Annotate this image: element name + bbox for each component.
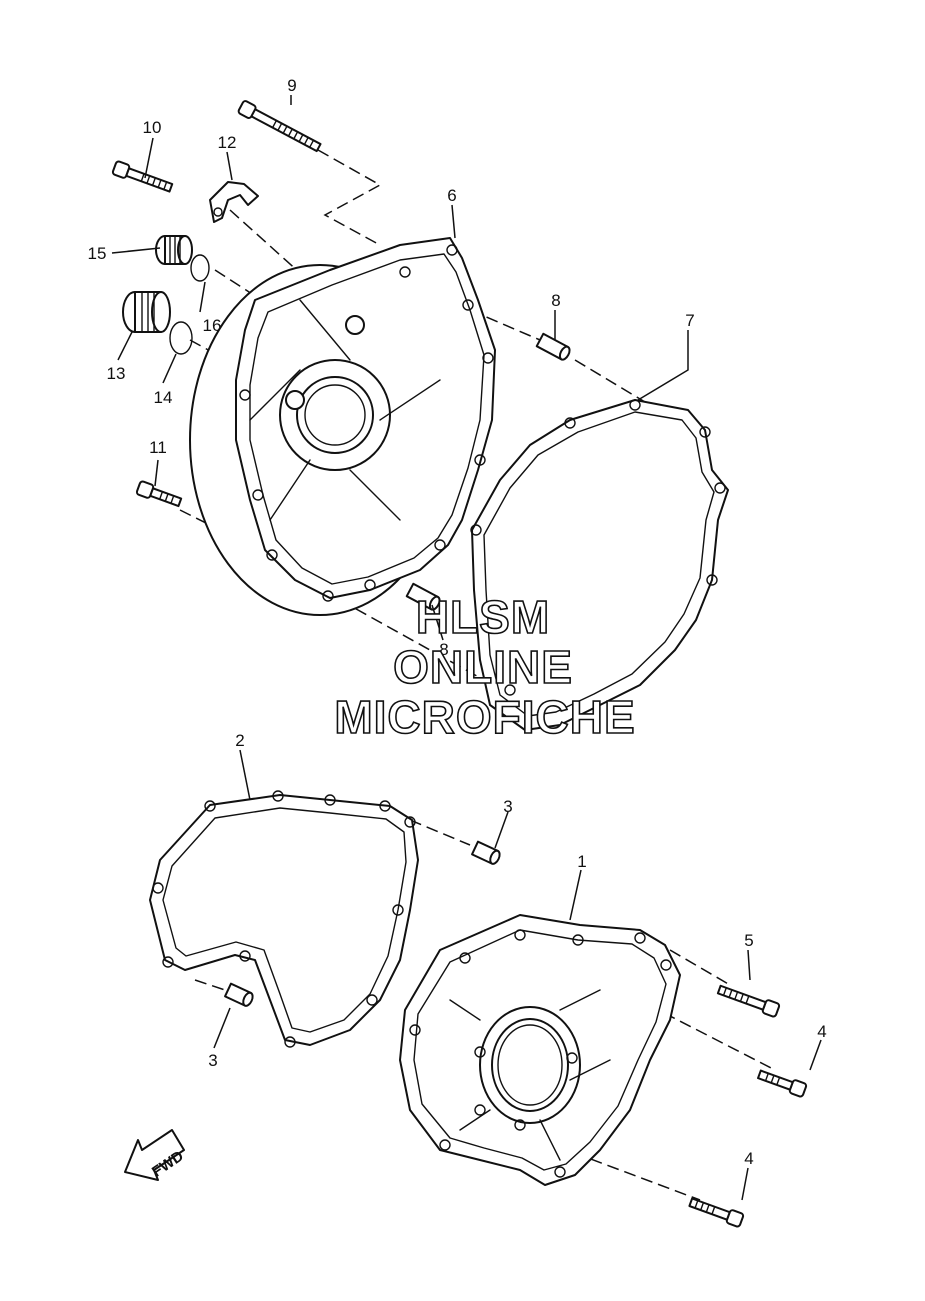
plug-15 [155, 235, 193, 265]
callout-15: 15 [88, 244, 107, 263]
callout-13: 13 [107, 364, 126, 383]
dowel-3-lower [224, 982, 254, 1007]
watermark: HLSM ONLINE MICROFICHE [334, 590, 636, 744]
callout-labels: 9 10 12 6 15 16 8 7 13 14 11 8 2 3 1 5 4… [88, 76, 827, 1168]
callout-12: 12 [218, 133, 237, 152]
callout-4-lower: 4 [744, 1149, 753, 1168]
bolt-10 [111, 160, 174, 193]
callout-2: 2 [235, 731, 244, 750]
callout-10: 10 [143, 118, 162, 137]
gasket-upper [470, 399, 729, 731]
bolt-4-lower [688, 1197, 745, 1228]
callout-9: 9 [287, 76, 296, 95]
watermark-line-1: HLSM [416, 591, 550, 643]
callout-7: 7 [685, 311, 694, 330]
bolt-11 [135, 480, 183, 508]
o-ring-16 [190, 254, 210, 282]
bracket-12 [209, 181, 259, 223]
gasket-lower [149, 790, 419, 1048]
fwd-arrow-icon: FWD [124, 1129, 187, 1181]
callout-1: 1 [577, 852, 586, 871]
callout-3-upper: 3 [503, 797, 512, 816]
crankcase-cover-upper [189, 237, 496, 616]
watermark-line-2: ONLINE [393, 641, 573, 693]
callout-8-lower: 8 [439, 640, 448, 659]
o-ring-14 [169, 321, 193, 355]
dowel-3-upper [471, 840, 501, 865]
plug-13 [122, 291, 171, 333]
cover-lower [399, 914, 681, 1186]
callout-16: 16 [203, 316, 222, 335]
bolt-5 [716, 984, 781, 1018]
bolt-9 [237, 100, 322, 153]
callout-4-upper: 4 [817, 1022, 826, 1041]
callout-14: 14 [154, 388, 173, 407]
callout-6: 6 [447, 186, 456, 205]
leader-lines [111, 95, 822, 1201]
dowel-8-upper [535, 332, 571, 361]
callout-11: 11 [149, 438, 167, 457]
callout-8-upper: 8 [551, 291, 560, 310]
callout-3-lower: 3 [208, 1051, 217, 1070]
callout-5: 5 [744, 931, 753, 950]
watermark-line-3: MICROFICHE [334, 691, 635, 743]
bolt-4-upper [757, 1069, 808, 1098]
